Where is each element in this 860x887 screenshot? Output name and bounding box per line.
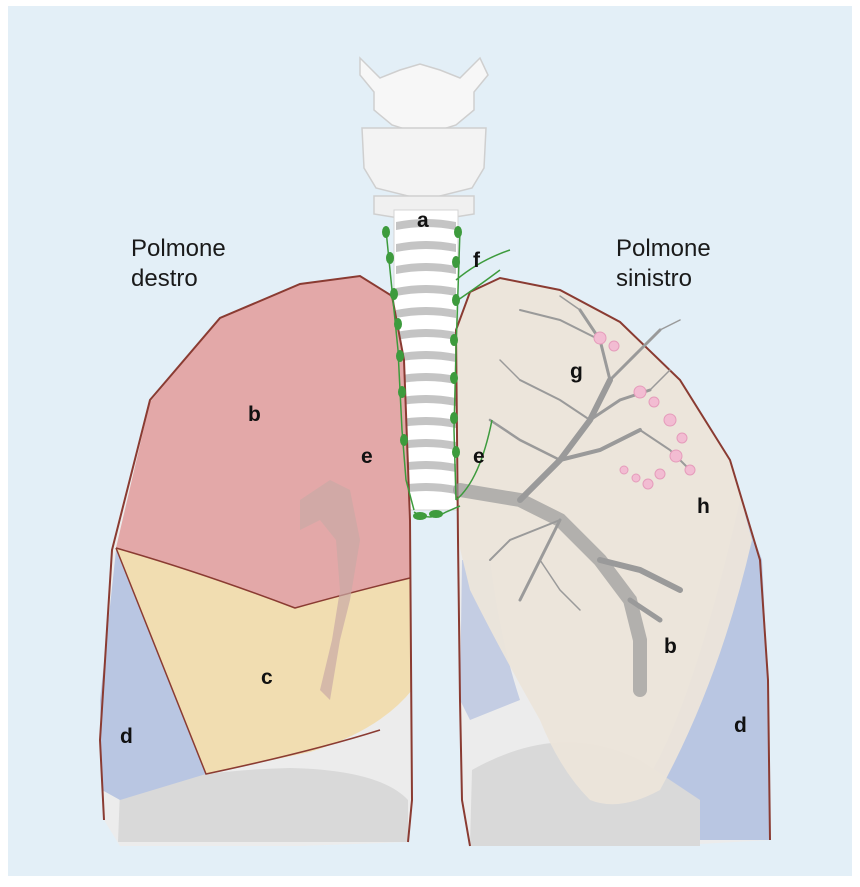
- label-h-alveoli: h: [697, 496, 710, 517]
- right-lung-title-line2: destro: [131, 264, 226, 294]
- label-f-lymph: f: [473, 250, 480, 271]
- right-lung-title: Polmone destro: [131, 234, 226, 294]
- label-d-left: d: [734, 715, 747, 736]
- label-e-right: e: [361, 446, 373, 467]
- right-lung-title-line1: Polmone: [131, 234, 226, 264]
- label-e-left: e: [473, 446, 485, 467]
- label-d-right: d: [120, 726, 133, 747]
- left-lung-title: Polmone sinistro: [616, 234, 711, 294]
- left-lung-title-line2: sinistro: [616, 264, 711, 294]
- label-b-upper-lobe-right: b: [248, 404, 261, 425]
- label-c-middle-lobe: c: [261, 667, 273, 688]
- label-a-trachea: a: [417, 210, 429, 231]
- left-lung-title-line1: Polmone: [616, 234, 711, 264]
- label-g-bronchial-tree: g: [570, 361, 583, 382]
- label-b-left: b: [664, 636, 677, 657]
